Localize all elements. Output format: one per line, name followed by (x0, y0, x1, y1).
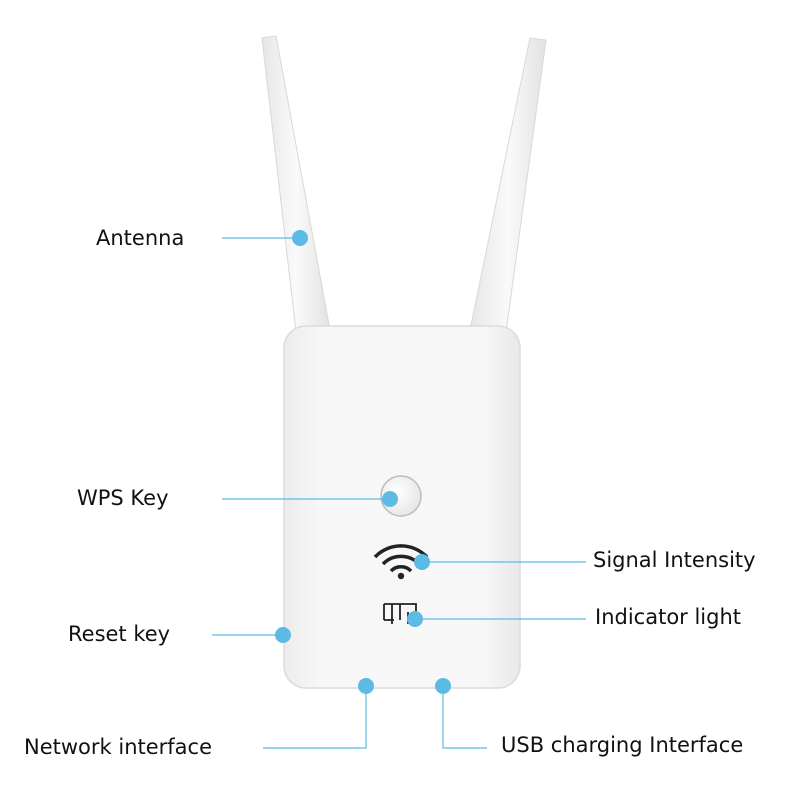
signal-callout-dot (414, 554, 430, 570)
callout-lines (212, 237, 586, 749)
wps-key-label: WPS Key (77, 486, 169, 510)
reset-key-label: Reset key (68, 622, 171, 646)
network-callout-dot (358, 678, 374, 694)
indicator-light-label: Indicator light (595, 605, 742, 629)
callout-dots (275, 230, 451, 694)
usb-callout-dot (435, 678, 451, 694)
usb-callout-line (442, 686, 487, 749)
wps-callout-dot (382, 491, 398, 507)
network-callout-line (263, 686, 367, 749)
indicator-callout-dot (407, 611, 423, 627)
reset-callout-dot (275, 627, 291, 643)
network-interface-label: Network interface (24, 735, 213, 759)
right-antenna (469, 37, 547, 333)
antenna-callout-dot (292, 230, 308, 246)
signal-intensity-label: Signal Intensity (593, 548, 756, 572)
left-antenna (261, 35, 331, 333)
antenna-label: Antenna (96, 226, 185, 250)
usb-charging-interface-label: USB charging Interface (501, 733, 744, 757)
